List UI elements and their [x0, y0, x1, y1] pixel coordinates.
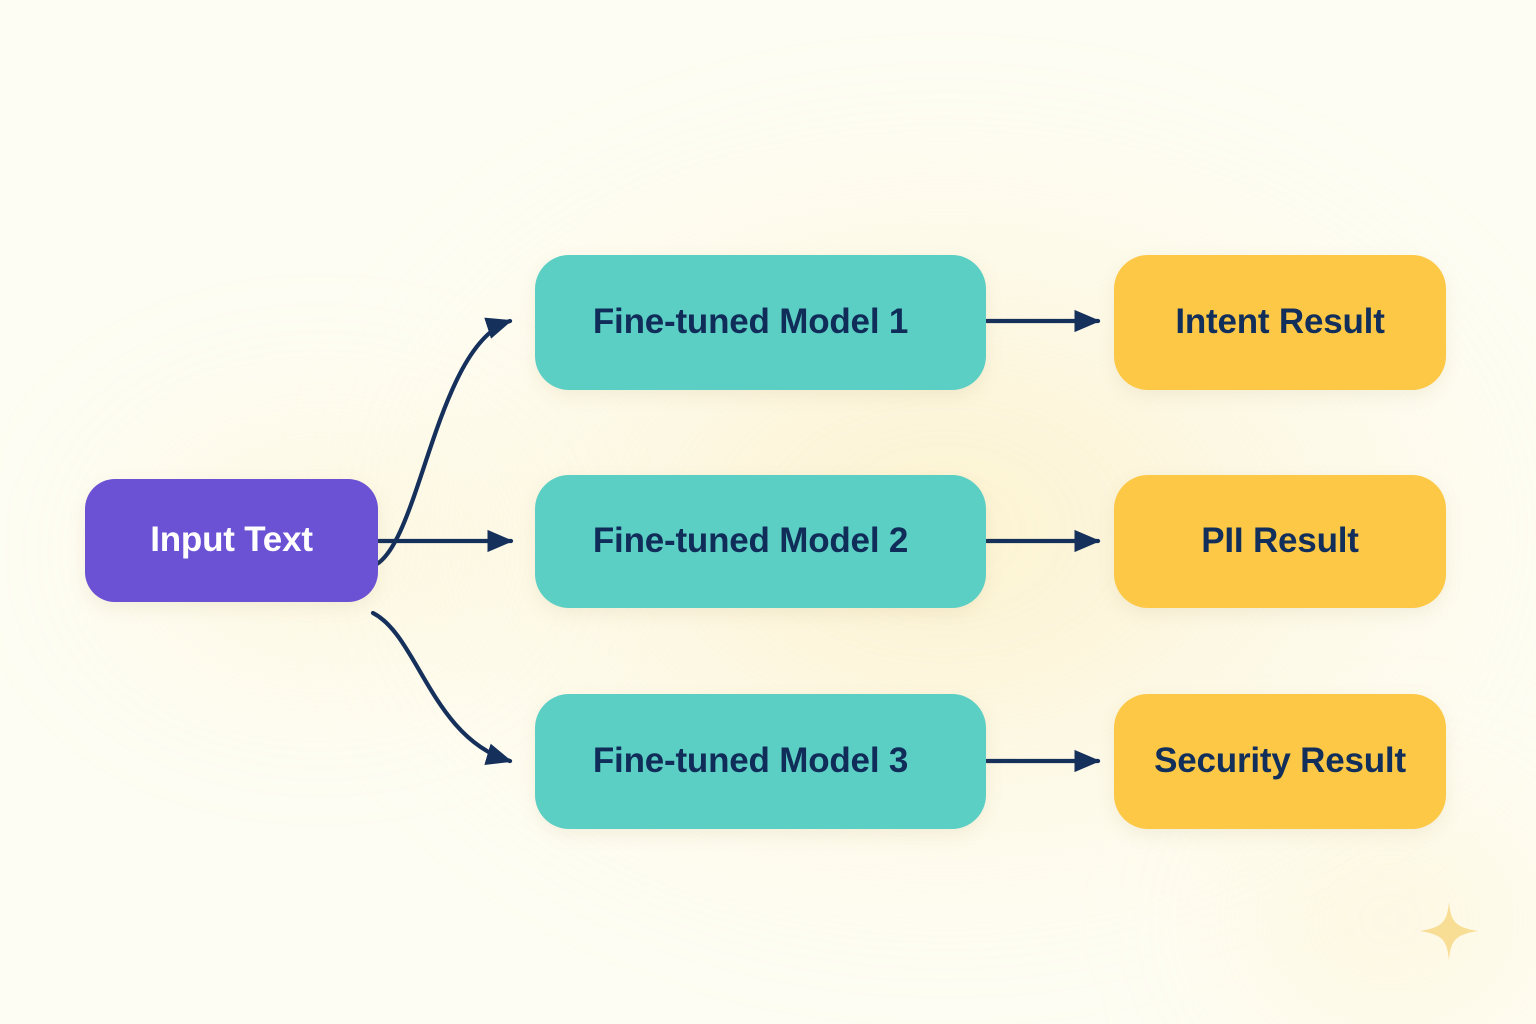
node-input-text-label: Input Text	[150, 520, 313, 560]
node-fine-tuned-model-1[interactable]: Fine-tuned Model 1	[535, 255, 986, 390]
node-pii-result[interactable]: PII Result	[1114, 475, 1446, 608]
node-fine-tuned-model-3-label: Fine-tuned Model 3	[592, 741, 909, 781]
edge-input-to-model-1	[370, 317, 513, 569]
node-fine-tuned-model-2-label: Fine-tuned Model 2	[592, 521, 909, 561]
node-security-result-label: Security Result	[1154, 741, 1406, 781]
edge-input-to-model-3	[370, 610, 513, 765]
node-fine-tuned-model-2[interactable]: Fine-tuned Model 2	[535, 475, 986, 608]
node-security-result[interactable]: Security Result	[1114, 694, 1446, 829]
node-intent-result-label: Intent Result	[1175, 302, 1385, 342]
node-pii-result-label: PII Result	[1201, 521, 1359, 561]
node-intent-result[interactable]: Intent Result	[1114, 255, 1446, 390]
node-fine-tuned-model-3[interactable]: Fine-tuned Model 3	[535, 694, 986, 829]
node-input-text[interactable]: Input Text	[85, 479, 378, 602]
node-fine-tuned-model-1-label: Fine-tuned Model 1	[592, 302, 909, 342]
